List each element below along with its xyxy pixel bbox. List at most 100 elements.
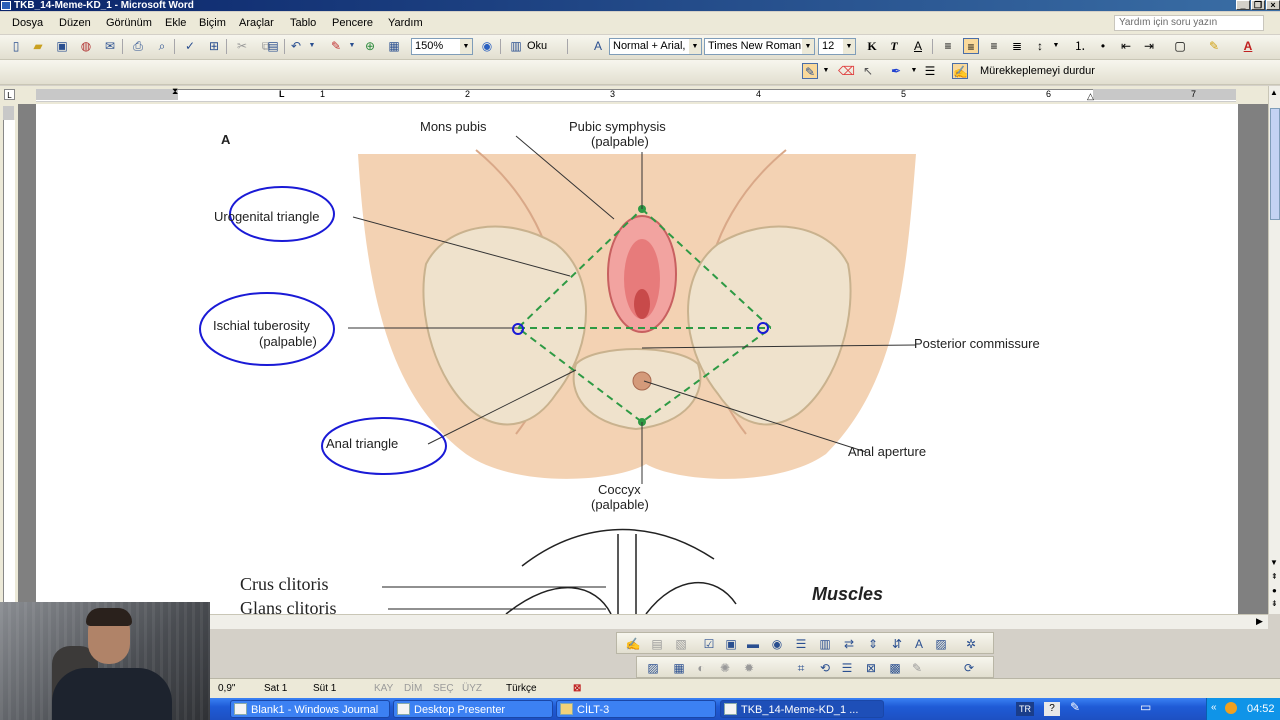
- menu-yardim[interactable]: Yardım: [388, 17, 423, 29]
- brightness-icon[interactable]: ✺: [719, 661, 731, 675]
- format-painter-icon[interactable]: ✎: [330, 39, 342, 53]
- font-size-combo[interactable]: 12▼: [818, 38, 856, 55]
- research-icon[interactable]: ⊞: [208, 39, 220, 53]
- stop-inking-button[interactable]: Mürekkeplemeyi durdur: [980, 65, 1095, 77]
- radio-icon[interactable]: ◉: [771, 637, 783, 651]
- print-icon[interactable]: ⎙: [133, 39, 143, 53]
- vertical-scrollbar[interactable]: ▲ ▼ ⇞ ● ⇟: [1268, 86, 1280, 614]
- underline-button[interactable]: A: [913, 39, 922, 53]
- toggle-icon[interactable]: ⇄: [843, 637, 855, 651]
- scroll-up-icon[interactable]: ▲: [1270, 88, 1278, 97]
- open-folder-icon[interactable]: ▰: [33, 39, 43, 53]
- menu-gorunum[interactable]: Görünüm: [106, 17, 152, 29]
- italic-button[interactable]: T: [890, 39, 898, 53]
- task-word-document[interactable]: TKB_14-Meme-KD_1 ...: [720, 700, 884, 718]
- justify-icon[interactable]: ≣: [1011, 39, 1023, 53]
- ink-color-dropdown-icon[interactable]: ▼: [910, 67, 918, 74]
- spelling-status-icon[interactable]: ⊠: [573, 683, 582, 694]
- pen-dropdown-icon[interactable]: ▼: [822, 67, 830, 74]
- horizontal-ruler[interactable]: L ⧗ △ L 1 2 3 4 5 6 7: [0, 86, 1280, 105]
- more-controls-icon[interactable]: ✲: [965, 637, 977, 651]
- status-ovr[interactable]: ÜYZ: [462, 683, 482, 694]
- eraser-icon[interactable]: ⌫: [838, 64, 855, 78]
- redo-dropdown-icon[interactable]: ▼: [348, 42, 356, 49]
- menu-duzen[interactable]: Düzen: [59, 17, 91, 29]
- status-ext[interactable]: SEÇ: [433, 683, 454, 694]
- bold-button[interactable]: K: [867, 39, 877, 53]
- font-color-icon[interactable]: A: [1243, 39, 1253, 53]
- copy-icon[interactable]: ⧉: [261, 39, 271, 53]
- tray-expand-icon[interactable]: «: [1211, 702, 1217, 713]
- vertical-ruler[interactable]: [0, 104, 19, 614]
- increase-indent-icon[interactable]: ⇥: [1143, 39, 1155, 53]
- first-line-indent-marker[interactable]: ⧗: [172, 86, 179, 96]
- annotation-icon[interactable]: ✍: [625, 637, 641, 651]
- scroll-icon[interactable]: ⇵: [891, 637, 903, 651]
- help-tray-icon[interactable]: ?: [1044, 702, 1060, 716]
- contrast-icon[interactable]: ◐: [697, 661, 705, 675]
- ink-color-icon[interactable]: ✒: [890, 64, 902, 78]
- task-cilt-3[interactable]: CİLT-3: [556, 700, 716, 718]
- tablet-tray-icon[interactable]: ▭: [1140, 700, 1152, 714]
- bullets-icon[interactable]: •: [1100, 39, 1106, 53]
- undo-dropdown-icon[interactable]: ▼: [308, 42, 316, 49]
- line-spacing-icon[interactable]: ↕: [1037, 39, 1043, 53]
- undo-icon[interactable]: ↶: [290, 39, 302, 53]
- browse-object-icon[interactable]: ●: [1272, 586, 1277, 595]
- tab-stop-marker[interactable]: L: [279, 89, 285, 99]
- help-icon[interactable]: ◉: [481, 39, 493, 53]
- textbox-icon[interactable]: ▤: [651, 637, 663, 651]
- previous-page-icon[interactable]: ⇞: [1271, 572, 1278, 581]
- ink-annotation-icon[interactable]: ✍: [952, 63, 968, 79]
- compress-icon[interactable]: ⊠: [865, 661, 877, 675]
- spelling-icon[interactable]: ✓: [184, 39, 196, 53]
- crop-icon[interactable]: ⌗: [797, 661, 805, 675]
- document-area[interactable]: A Mons pubis Pubic symphysis (palpable) …: [18, 104, 1268, 614]
- checkbox-icon[interactable]: ☑: [703, 637, 715, 651]
- scroll-down-icon[interactable]: ▼: [1270, 558, 1278, 567]
- right-indent-marker[interactable]: △: [1087, 91, 1094, 101]
- horizontal-scrollbar[interactable]: ▶: [0, 614, 1268, 629]
- brightness-less-icon[interactable]: ✹: [743, 661, 755, 675]
- style-combo[interactable]: Normal + Arial,▼: [609, 38, 702, 55]
- permission-icon[interactable]: ◍: [80, 39, 92, 53]
- ink-pen-icon[interactable]: ✎: [802, 63, 818, 79]
- select-objects-icon[interactable]: ↖: [862, 64, 874, 78]
- language-indicator[interactable]: TR: [1016, 702, 1034, 716]
- help-search-input[interactable]: Yardım için soru yazın: [1114, 15, 1264, 31]
- scroll-right-icon[interactable]: ▶: [1256, 616, 1263, 626]
- document-page[interactable]: A Mons pubis Pubic symphysis (palpable) …: [36, 104, 1238, 614]
- transparent-color-icon[interactable]: ✎: [911, 661, 923, 675]
- menu-ekle[interactable]: Ekle: [165, 17, 187, 29]
- new-document-icon[interactable]: ▯: [12, 39, 20, 53]
- reset-picture-icon[interactable]: ⟳: [963, 661, 975, 675]
- print-preview-icon[interactable]: ⌕: [158, 39, 166, 53]
- highlight-icon[interactable]: ✎: [1208, 39, 1220, 53]
- frame-icon[interactable]: ▥: [819, 637, 831, 651]
- format-picture-icon[interactable]: ▩: [889, 661, 901, 675]
- form-field-icon[interactable]: ▣: [725, 637, 737, 651]
- numbering-icon[interactable]: ⒈: [1073, 39, 1086, 53]
- menu-bicim[interactable]: Biçim: [199, 17, 226, 29]
- chart-icon[interactable]: ▧: [675, 637, 687, 651]
- close-button[interactable]: ×: [1266, 0, 1280, 10]
- scroll-thumb[interactable]: [1270, 108, 1280, 220]
- rotate-icon[interactable]: ⟲: [819, 661, 831, 675]
- align-center-icon[interactable]: ≡: [963, 38, 979, 54]
- clock-app-icon[interactable]: [1225, 702, 1237, 714]
- zoom-combo[interactable]: 150%▼: [411, 38, 473, 55]
- tables-icon[interactable]: ▦: [388, 39, 400, 53]
- save-icon[interactable]: ▣: [56, 39, 68, 53]
- cut-icon[interactable]: ✂: [236, 39, 248, 53]
- task-windows-journal[interactable]: Blank1 - Windows Journal: [230, 700, 390, 718]
- decrease-indent-icon[interactable]: ⇤: [1120, 39, 1132, 53]
- line-icon[interactable]: ▬: [747, 637, 759, 651]
- read-button[interactable]: Oku: [527, 40, 548, 52]
- list-icon[interactable]: ☰: [795, 637, 807, 651]
- status-language[interactable]: Türkçe: [506, 683, 537, 694]
- grid-icon[interactable]: ▦: [673, 661, 685, 675]
- font-combo[interactable]: Times New Roman▼: [704, 38, 815, 55]
- task-desktop-presenter[interactable]: Desktop Presenter: [393, 700, 553, 718]
- next-page-icon[interactable]: ⇟: [1271, 599, 1278, 608]
- pen-tray-icon[interactable]: ✎: [1070, 700, 1081, 714]
